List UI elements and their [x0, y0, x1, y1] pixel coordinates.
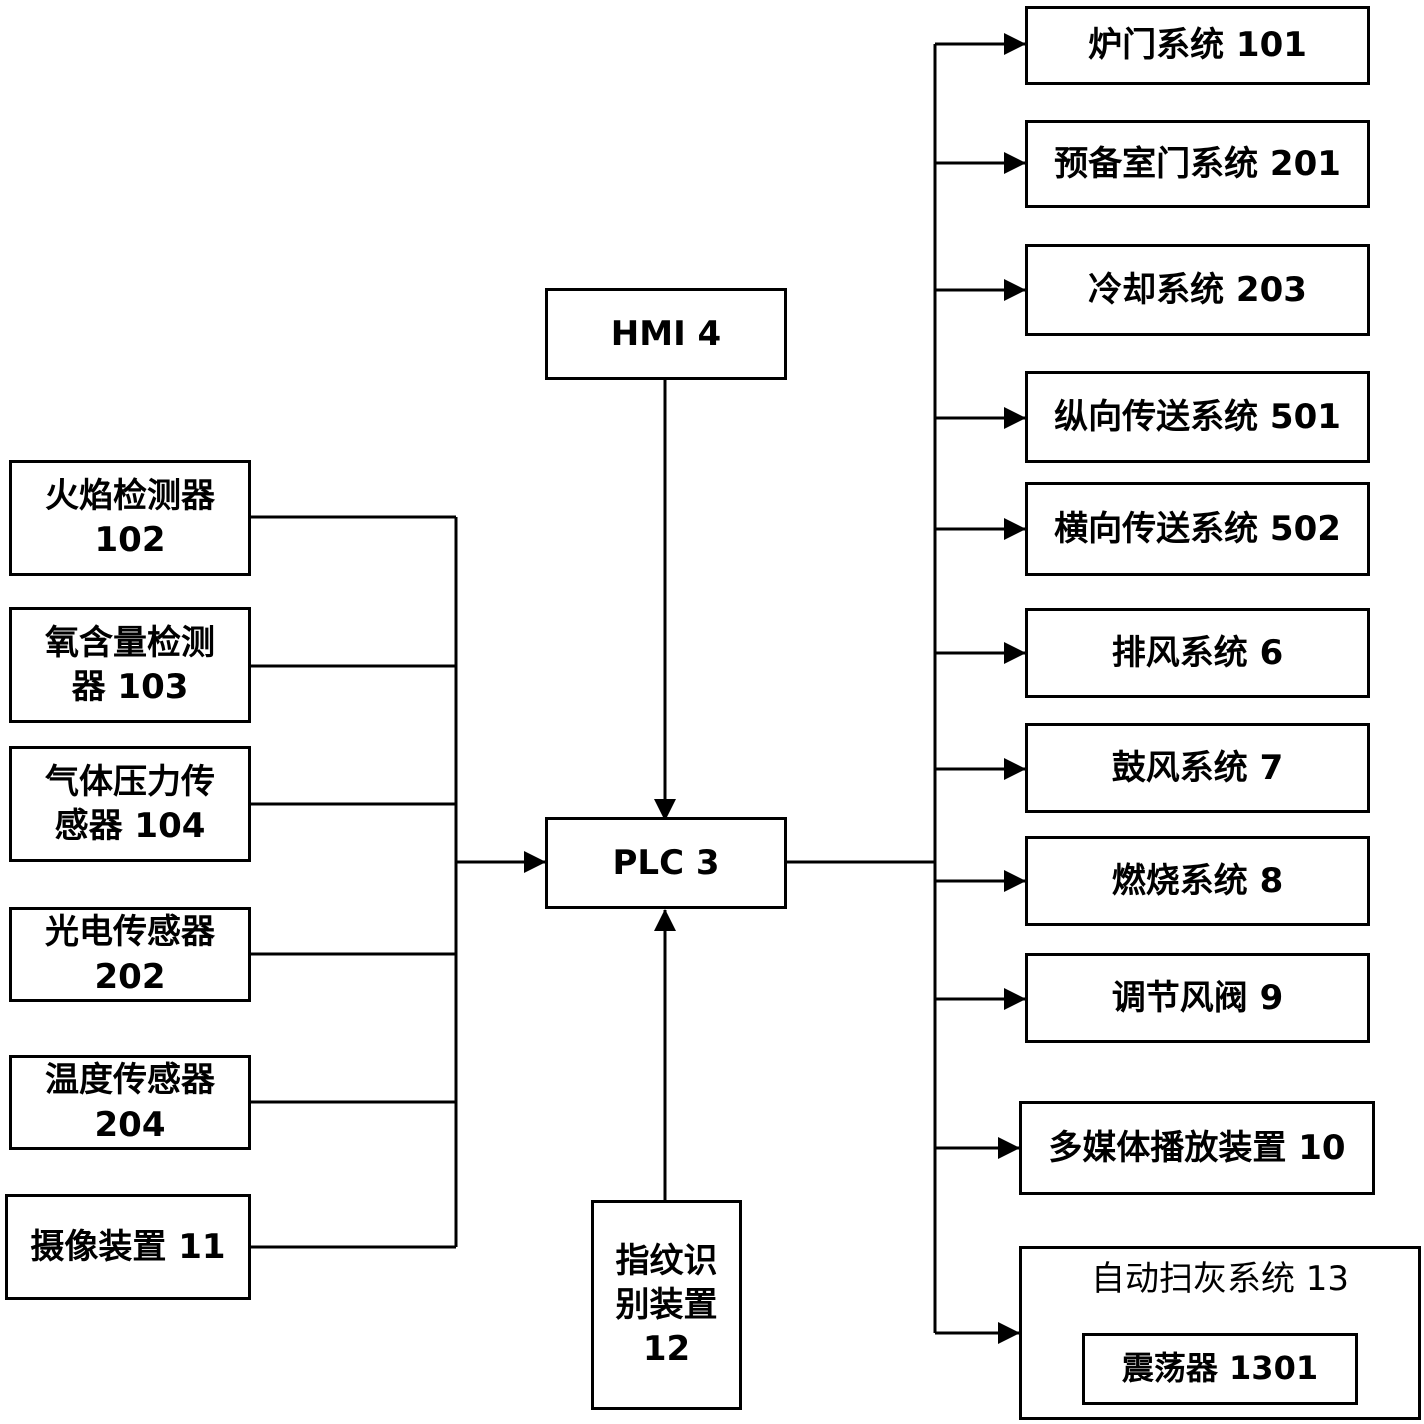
input-label: 火焰检测器 [45, 475, 215, 516]
input-box-flame: 火焰检测器 102 [9, 460, 251, 576]
input-label: 204 [94, 1104, 166, 1145]
output-label: 炉门系统 101 [1088, 25, 1307, 66]
fingerprint-box: 指纹识 别装置 12 [591, 1200, 742, 1410]
input-box-pressure: 气体压力传 感器 104 [9, 746, 251, 862]
plc-box: PLC 3 [545, 817, 787, 909]
output-box-multimedia: 多媒体播放装置 10 [1019, 1101, 1375, 1195]
output-label: 调节风阀 9 [1111, 977, 1284, 1018]
output-box-blower: 鼓风系统 7 [1025, 723, 1370, 813]
input-box-temp: 温度传感器 204 [9, 1055, 251, 1150]
output-box-combustion: 燃烧系统 8 [1025, 836, 1370, 926]
output-label: 冷却系统 203 [1088, 269, 1307, 310]
input-label: 摄像装置 11 [30, 1226, 226, 1267]
output-label: 纵向传送系统 501 [1054, 396, 1341, 437]
output-box-transverse: 横向传送系统 502 [1025, 482, 1370, 576]
output-label: 横向传送系统 502 [1054, 508, 1341, 549]
output-label: 燃烧系统 8 [1111, 860, 1284, 901]
input-box-photo: 光电传感器 202 [9, 907, 251, 1002]
hmi-box: HMI 4 [545, 288, 787, 380]
hmi-label: HMI 4 [610, 313, 722, 354]
output-box-cooling: 冷却系统 203 [1025, 244, 1370, 336]
fingerprint-line1: 指纹识 [615, 1240, 718, 1281]
output-label: 排风系统 6 [1111, 632, 1284, 673]
fingerprint-line3: 12 [642, 1329, 691, 1370]
output-label: 鼓风系统 7 [1111, 747, 1284, 788]
ash-system-title: 自动扫灰系统 13 [1090, 1259, 1350, 1299]
input-label: 202 [94, 956, 166, 997]
input-label: 氧含量检测 [45, 622, 215, 663]
output-label: 预备室门系统 201 [1054, 143, 1341, 184]
output-box-longitudinal: 纵向传送系统 501 [1025, 371, 1370, 463]
fingerprint-line2: 别装置 [615, 1284, 718, 1325]
plc-label: PLC 3 [612, 842, 720, 883]
input-label: 器 103 [71, 667, 189, 707]
input-label: 温度传感器 [45, 1060, 215, 1101]
input-box-camera: 摄像装置 11 [5, 1194, 251, 1300]
input-label: 光电传感器 [45, 912, 215, 953]
input-label: 102 [94, 520, 166, 560]
output-box-furnace-door: 炉门系统 101 [1025, 6, 1370, 85]
output-box-prep-door: 预备室门系统 201 [1025, 120, 1370, 208]
oscillator-box: 震荡器 1301 [1082, 1333, 1358, 1405]
output-box-exhaust: 排风系统 6 [1025, 608, 1370, 698]
output-label: 多媒体播放装置 10 [1048, 1127, 1346, 1168]
input-box-oxygen: 氧含量检测 器 103 [9, 607, 251, 723]
input-label: 感器 104 [54, 806, 206, 846]
ash-system-box: 自动扫灰系统 13 震荡器 1301 [1019, 1246, 1421, 1420]
output-box-damper: 调节风阀 9 [1025, 953, 1370, 1043]
oscillator-label: 震荡器 1301 [1121, 1349, 1319, 1388]
input-label: 气体压力传 [45, 761, 215, 802]
